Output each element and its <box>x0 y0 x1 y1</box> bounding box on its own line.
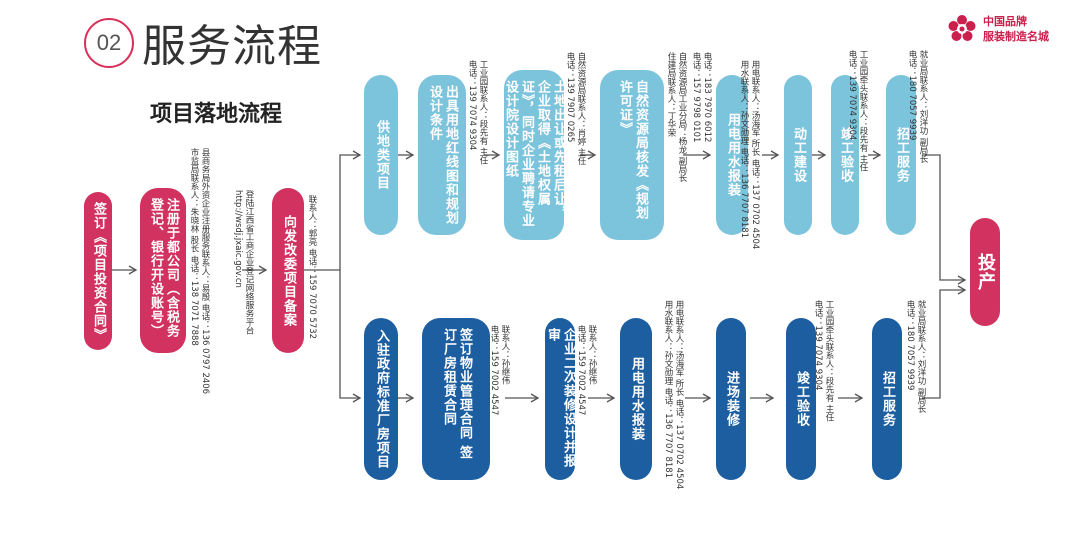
node-label: 土地出让或先租后让，企业取得《土地权属证》，同时企业聘请专业设计院设计图纸 <box>503 80 566 228</box>
flow-node-land-transfer[interactable]: 土地出让或先租后让，企业取得《土地权属证》，同时企业聘请专业设计院设计图纸 <box>503 70 566 240</box>
node-label: 动工建设 <box>791 127 806 183</box>
node-label: 竣工验收 <box>838 127 853 183</box>
arrow-right-icon <box>922 154 967 285</box>
flow-node-renovation-design[interactable]: 企业二次装修设计并报审 <box>545 318 576 480</box>
node-label: 签订《项目投资合同》 <box>91 202 106 342</box>
flow-node-power-water-application[interactable]: 用电用水报装 <box>716 75 748 235</box>
node-label: 进场装修 <box>724 371 739 427</box>
flow-node-red-line-map[interactable]: 出具用地红线图和规划设计条件 <box>418 75 466 235</box>
node-label: 签订物业管理合同 签订厂房租赁合同 <box>441 328 472 460</box>
flow-node-sign-investment-contract[interactable]: 签订《项目投资合同》 <box>84 192 112 350</box>
brand-flower-icon <box>948 15 976 41</box>
node-note: 联系人：郭亮 电话：159 7070 5732 <box>307 195 317 340</box>
flow-node-recruitment-service[interactable]: 招工服务 <box>886 75 916 235</box>
node-label: 向发改委项目备案 <box>281 214 296 327</box>
node-note: 联系人：孙继伟电话：159 7002 4547 <box>576 325 597 416</box>
node-label: 供地类项目 <box>374 120 389 190</box>
flow-node-completion-acceptance[interactable]: 竣工验收 <box>786 318 816 480</box>
node-label: 用电用水报装 <box>725 113 740 197</box>
node-label: 自然资源局核发《规划许可证》 <box>617 80 648 220</box>
node-note: 工业园牵头联系人：段先有 主任电话：139 7074 9304 <box>847 50 868 172</box>
node-label: 入驻政府标准厂房项目 <box>374 329 389 469</box>
node-note: 工业园牵头联系人：段先有 主任电话：139 7074 9304 <box>813 300 834 422</box>
node-label: 竣工验收 <box>794 371 809 427</box>
flow-node-power-water-application[interactable]: 用电用水报装 <box>620 318 652 480</box>
brand-line-1: 中国品牌 <box>983 15 1027 28</box>
section-number-badge: 02 <box>84 18 134 68</box>
arrow-right-icon <box>339 270 362 403</box>
node-note: 联系人：孙继伟电话：159 7002 4547 <box>489 325 510 416</box>
flow-node-land-supply-project[interactable]: 供地类项目 <box>364 75 398 235</box>
flow-node-recruitment-service[interactable]: 招工服务 <box>872 318 902 480</box>
page-subtitle: 项目落地流程 <box>150 102 283 127</box>
flow-node-register-company[interactable]: 注册于都公司（含税务登记、银行开设账号） <box>140 188 186 353</box>
flow-node-project-filing[interactable]: 向发改委项目备案 <box>272 188 304 353</box>
node-label: 注册于都公司（含税务登记、银行开设账号） <box>148 198 179 338</box>
node-label: 投产 <box>975 253 996 291</box>
flow-node-standard-plant-project[interactable]: 入驻政府标准厂房项目 <box>364 318 398 480</box>
node-note: 就业局联系人：刘洋功 副局长电话：180 7057 9939 <box>907 50 928 164</box>
node-label: 企业二次装修设计并报审 <box>545 328 576 468</box>
brand-line-2: 服装制造名城 <box>983 30 1049 43</box>
flow-node-sign-lease-contract[interactable]: 签订物业管理合同 签订厂房租赁合同 <box>422 318 490 480</box>
flow-node-enter-renovation[interactable]: 进场装修 <box>716 318 746 480</box>
node-label: 招工服务 <box>894 127 909 183</box>
node-note: 自然资源局工业分局：杨龙 副局长住建局联系人：丁华荣 <box>666 52 687 183</box>
node-label: 用电用水报装 <box>629 357 644 441</box>
arrow-right-icon <box>922 285 967 399</box>
brand-logo: 中国品牌 服装制造名城 <box>947 14 1049 44</box>
flow-node-production[interactable]: 投产 <box>970 218 1000 326</box>
flow-node-completion-acceptance[interactable]: 竣工验收 <box>831 75 859 235</box>
node-note: 就业局联系人：刘洋功 副局长电话：180 7057 9939 <box>905 300 926 414</box>
node-label: 招工服务 <box>880 371 895 427</box>
arrow-right-icon <box>303 150 362 271</box>
flow-node-start-construction[interactable]: 动工建设 <box>784 75 812 235</box>
node-label: 出具用地红线图和规划设计条件 <box>427 85 458 225</box>
flow-node-planning-permit[interactable]: 自然资源局核发《规划许可证》 <box>600 70 664 240</box>
section-number: 02 <box>96 30 122 55</box>
page-title: 服务流程 <box>142 21 322 72</box>
node-note: 自然资源局联系人：肖婷 主任电话：139 7907 0265 <box>565 52 586 166</box>
node-note: 工业园联系人：段先有 主任电话：139 7074 9304 <box>467 60 488 165</box>
